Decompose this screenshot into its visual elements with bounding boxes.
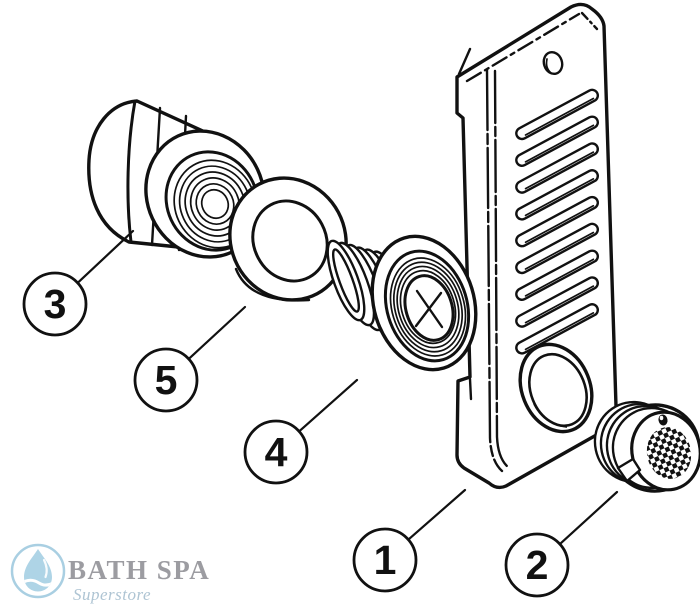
callout-5-number: 5 (155, 357, 178, 403)
part-2-strainer-plug-drawing (593, 400, 700, 493)
part-4-threaded-flange-drawing (326, 234, 478, 372)
strainer-mesh (646, 427, 692, 479)
callout-3-number: 3 (44, 281, 67, 327)
screw-hole (542, 50, 564, 76)
callout-2-number: 2 (526, 542, 549, 588)
flange-threads (389, 257, 467, 357)
callout-1-number: 1 (374, 537, 397, 583)
callout-5: 5 (133, 305, 247, 413)
callout-1: 1 (352, 488, 467, 593)
part-5-gasket-drawing (228, 176, 348, 302)
callout-2: 2 (504, 490, 619, 598)
water-drop-icon (10, 543, 66, 599)
callout-1-circle (352, 527, 418, 593)
callout-3-circle (22, 271, 88, 337)
callout-2-circle (504, 532, 570, 598)
bath-spa-logo: BATH SPA Superstore (10, 543, 210, 604)
callout-4-circle (243, 419, 309, 485)
callout-4: 4 (243, 378, 359, 485)
callout-3: 3 (22, 229, 135, 337)
faceplate-opening (518, 342, 594, 434)
part-1-faceplate-drawing (455, 2, 619, 490)
logo-tagline-text: Superstore (73, 585, 151, 604)
logo-brand-text: BATH SPA (68, 555, 210, 585)
callout-5-circle (133, 347, 199, 413)
callout-4-number: 4 (265, 429, 288, 475)
